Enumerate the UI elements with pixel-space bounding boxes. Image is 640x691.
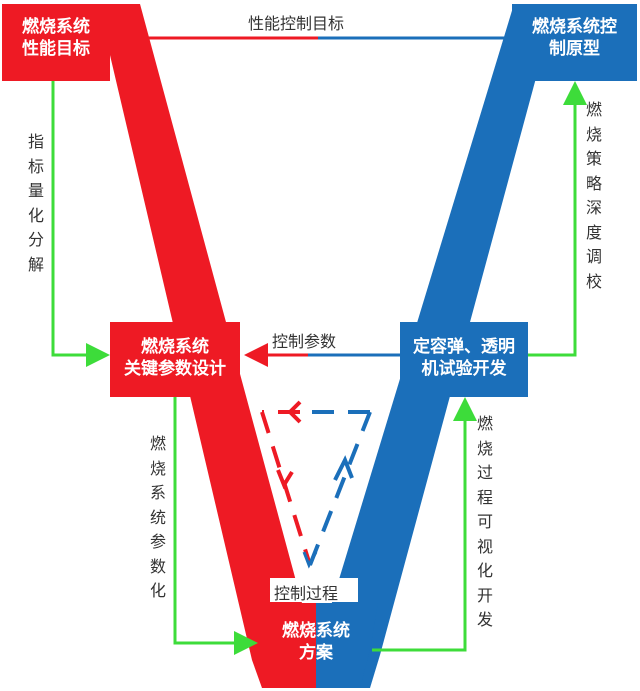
arrow-right-lower [372,397,477,652]
box-top-right-shape [512,4,637,81]
arrow-label-middle: 控制参数 [272,332,337,351]
side-label-right-upper: 燃烧策略深度调校 [585,100,602,291]
box-top-right: 燃烧系统控 制原型 [512,16,637,60]
box-mid-left-line2: 关键参数设计 [124,359,226,379]
side-label-left-upper: 指标量化分解 [27,132,44,274]
box-bottom-line2: 方案 [299,643,333,663]
box-mid-left-shape [110,322,240,397]
box-top-left-line2: 性能目标 [22,39,90,59]
box-top-left-line1: 燃烧系统 [22,17,90,37]
box-top-left: 燃烧系统 性能目标 [2,16,110,60]
box-mid-left-line1: 燃烧系统 [141,337,209,357]
arrow-label-top: 性能控制目标 [248,14,345,33]
box-bottom: 燃烧系统 方案 [262,620,370,664]
box-mid-left: 燃烧系统 关键参数设计 [110,336,240,380]
box-bottom-line1-left: 燃烧 [282,621,316,641]
box-top-left-shape [2,4,110,81]
arrow-left-lower [173,397,258,655]
box-mid-right-line2: 机试验开发 [421,359,507,379]
box-bottom-blue [316,603,378,688]
arrow-left-upper [51,81,110,367]
dashed-triangle-loop [260,410,372,566]
arrow-label-bottom: 控制过程 [274,584,339,603]
arrow-right-upper [528,81,587,357]
side-label-right-lower: 燃烧过程可视化开发 [476,414,493,629]
box-bottom-line1: 燃烧系统 [262,620,370,642]
box-mid-right: 定容弹、透明 机试验开发 [400,336,528,380]
box-top-right-line2: 制原型 [549,39,600,59]
side-label-left-lower: 燃烧系统参数化 [149,434,166,600]
box-bottom-line1-right: 系统 [316,621,350,641]
box-mid-right-shape [400,322,528,397]
box-top-right-line1: 燃烧系统控 [532,17,617,37]
box-bottom-red [258,603,316,688]
box-mid-right-line1: 定容弹、透明 [413,337,515,357]
